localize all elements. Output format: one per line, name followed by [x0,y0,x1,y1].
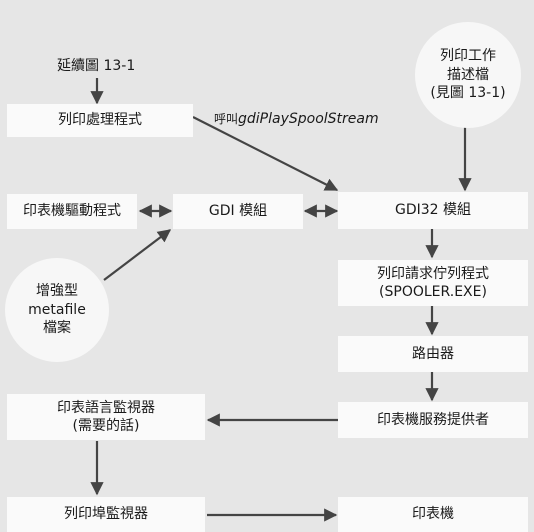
language-monitor-label-line2: (需要的話) [72,418,140,434]
enhanced-metafile-circle: 增強型 metafile 檔案 [5,258,109,362]
router-label: 路由器 [412,345,454,362]
print-provider-box: 印表機服務提供者 [338,402,528,438]
print-processor-box: 列印處理程式 [7,104,193,137]
call-prefix: 呼叫 [214,112,239,126]
job-desc-line2: 描述檔 [447,66,489,83]
emf-line1: 增強型 [36,282,78,299]
language-monitor-box: 印表語言監視器 (需要的話) [7,394,205,440]
continue-reference-label: 延續圖 13-1 [57,58,136,74]
gdi-module-label: GDI 模組 [208,203,268,220]
call-function-name: gdiPlaySpoolStream [238,111,379,127]
print-provider-label: 印表機服務提供者 [377,411,489,428]
arrow-emf-to-gdi [103,229,172,281]
router-box: 路由器 [338,336,528,372]
printer-driver-box: 印表機驅動程式 [7,194,137,229]
spooler-label-line2: (SPOOLER.EXE) [379,284,487,300]
gdi32-module-box: GDI32 模組 [338,192,528,229]
emf-line3: 檔案 [43,320,71,337]
emf-line2: metafile [28,301,86,318]
job-desc-line3: (見圖 13-1) [430,85,506,102]
job-desc-line1: 列印工作 [440,47,496,64]
printer-box: 印表機 [338,497,528,532]
gdi-module-box: GDI 模組 [173,194,303,229]
spooler-box: 列印請求佇列程式 (SPOOLER.EXE) [338,260,528,306]
job-description-file-circle: 列印工作 描述檔 (見圖 13-1) [415,22,521,128]
spooler-label-line1: 列印請求佇列程式 [377,265,489,282]
language-monitor-label-line1: 印表語言監視器 [57,399,155,416]
call-label: 呼叫gdiPlaySpoolStream [214,110,379,127]
port-monitor-box: 列印埠監視器 [7,497,205,532]
printer-driver-label: 印表機驅動程式 [23,203,121,220]
arrow-processor-to-gdi32 [192,116,339,191]
port-monitor-label: 列印埠監視器 [64,506,148,523]
gdi32-module-label: GDI32 模組 [394,202,472,219]
printer-label: 印表機 [412,506,454,523]
print-processor-label: 列印處理程式 [58,112,142,129]
